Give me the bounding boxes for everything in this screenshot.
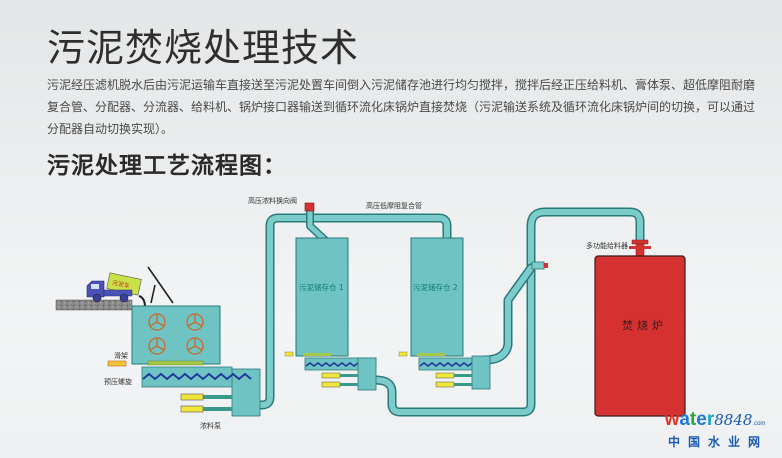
incinerator (594, 239, 686, 417)
page-title: 污泥焚烧处理技术 (47, 26, 360, 70)
label-reversing-valve: 高压浓料换向阀 (248, 196, 297, 205)
brand-letter: a (679, 409, 690, 430)
pre-screw (142, 372, 252, 381)
brand-domain: .com (752, 421, 766, 427)
section-title: 污泥处理工艺流程图： (47, 153, 287, 179)
silo-2-label: 污泥储存仓 2 (413, 282, 458, 292)
watermark-logo: water8848.com 中国水业网 (655, 410, 775, 450)
furnace-label: 焚烧炉 (622, 319, 667, 332)
reversing-valve (304, 202, 315, 212)
truck-label: 污泥车 (111, 279, 130, 291)
truck-wheel (92, 293, 102, 303)
watermark-brand: water8848.com (655, 410, 775, 434)
brand-letter: e (696, 409, 707, 430)
silo-1-label: 污泥储存仓 1 (299, 282, 344, 292)
description-paragraph: 污泥经压滤机脱水后由污泥运输车直接送至污泥处置车间倒入污泥储存池进行均匀搅拌，搅… (47, 78, 756, 136)
label-thick-pump: 浓料泵 (200, 421, 221, 430)
riser-branch-valve (531, 261, 545, 270)
thick-pump-cylinder (180, 393, 204, 401)
brand-number: 8848 (714, 411, 753, 429)
multi-feeder (631, 239, 649, 245)
label-slide-frame: 滑架 (114, 351, 128, 360)
brand-letter: t (689, 409, 697, 430)
sludge-truck-group: 污泥车 (55, 272, 142, 311)
brand-letter: r (706, 409, 715, 430)
watermark-cn-name: 中国水业网 (667, 435, 768, 449)
mixing-tank (107, 266, 261, 417)
road (55, 299, 133, 311)
brand-letter: w (664, 409, 680, 430)
feed-hopper-arm (147, 266, 174, 304)
truck-wheel (119, 293, 129, 303)
pipe-network (245, 207, 645, 417)
silo-1 (284, 237, 377, 391)
label-pre-screw: 预压螺旋 (104, 377, 132, 386)
label-multi-feeder: 多功能给料器 (586, 241, 628, 250)
slide-frame (107, 360, 127, 367)
label-composite-pipe: 高压低摩阻复合管 (366, 201, 422, 210)
agitator-icons (148, 313, 204, 355)
silo-2 (398, 237, 491, 390)
